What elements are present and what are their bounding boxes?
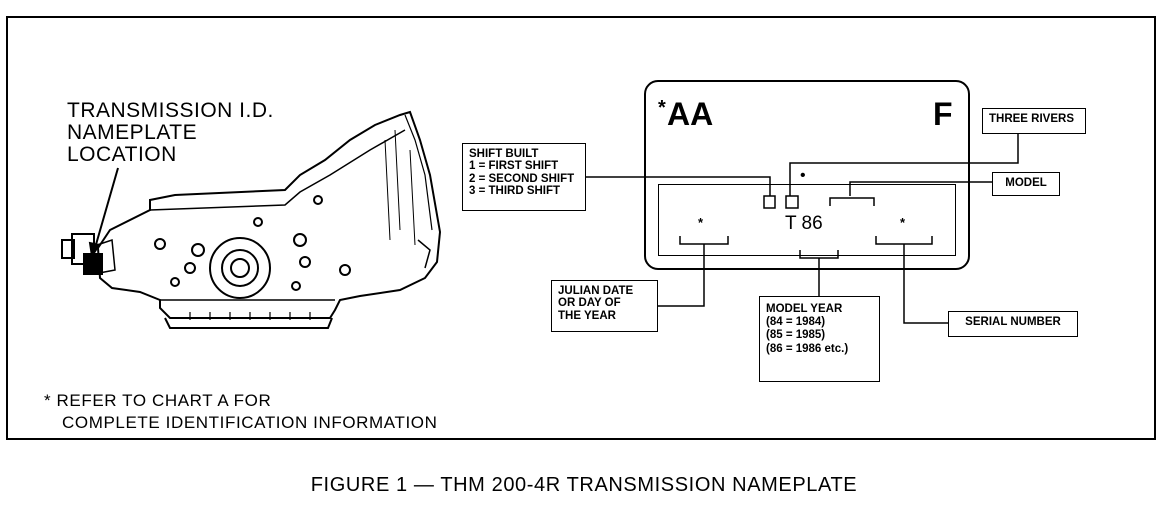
nameplate-location-line-3: LOCATION (67, 143, 177, 166)
nameplate-outline (644, 80, 970, 270)
plate-dot: • (800, 167, 806, 184)
model-year-title: MODEL YEAR (766, 303, 843, 315)
connector-lines (586, 134, 1019, 324)
julian-date-label: JULIAN DATE OR DAY OF THE YEAR (551, 280, 658, 332)
three-rivers-label: THREE RIVERS (982, 108, 1086, 134)
footnote-line-1: * REFER TO CHART A FOR (44, 391, 272, 410)
model-year-85: (85 = 1985) (766, 329, 826, 342)
transmission-illustration (61, 110, 442, 329)
model-label: MODEL (992, 172, 1060, 196)
model-year-label: MODEL YEAR (84 = 1984) (85 = 1985) (86 =… (759, 296, 880, 382)
plate-star-right: * (900, 215, 906, 230)
shift-built-title: SHIFT BUILT (469, 148, 539, 160)
model-year-86: (86 = 1986 etc.) (766, 342, 849, 355)
plate-asterisk: * (658, 97, 666, 119)
shift-built-label: SHIFT BUILT 1 = FIRST SHIFT 2 = SECOND S… (462, 143, 586, 211)
serial-number-text: SERIAL NUMBER (965, 316, 1061, 328)
plate-star-left: * (698, 215, 704, 230)
plate-code-t86: T 86 (785, 213, 823, 234)
julian-date-line-2: OR DAY OF (558, 297, 621, 310)
shift-built-3: 3 = THIRD SHIFT (469, 185, 561, 198)
plate-code-aa: AA (667, 96, 714, 132)
location-pointer (88, 167, 119, 259)
model-text: MODEL (1005, 177, 1047, 189)
footnote-line-2: COMPLETE IDENTIFICATION INFORMATION (62, 413, 438, 432)
three-rivers-text: THREE RIVERS (989, 113, 1074, 125)
plate-code-f: F (933, 96, 953, 132)
model-year-84: (84 = 1984) (766, 316, 826, 329)
shift-built-2: 2 = SECOND SHIFT (469, 172, 575, 185)
nameplate-inner-box (658, 184, 956, 256)
julian-date-line-1: JULIAN DATE (558, 285, 634, 297)
figure-frame (6, 16, 1156, 440)
serial-number-label: SERIAL NUMBER (948, 311, 1078, 337)
nameplate-location-line-1: TRANSMISSION I.D. (67, 99, 274, 122)
shift-built-1: 1 = FIRST SHIFT (469, 160, 559, 173)
figure-caption: FIGURE 1 — THM 200-4R TRANSMISSION NAMEP… (310, 474, 858, 496)
julian-date-line-3: THE YEAR (558, 309, 616, 322)
nameplate-location-line-2: NAMEPLATE (67, 121, 198, 144)
